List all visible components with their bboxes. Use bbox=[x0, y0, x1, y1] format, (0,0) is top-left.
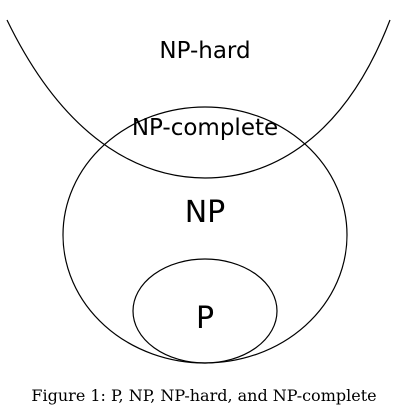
np-complete-label: NP-complete bbox=[132, 115, 278, 141]
p-region bbox=[132, 258, 278, 364]
p-label: P bbox=[196, 301, 214, 336]
np-hard-label: NP-hard bbox=[159, 38, 250, 64]
np-hard-region bbox=[6, 19, 391, 179]
figure-caption: Figure 1: P, NP, NP-hard, and NP-complet… bbox=[31, 386, 376, 405]
np-label: NP bbox=[185, 195, 226, 230]
